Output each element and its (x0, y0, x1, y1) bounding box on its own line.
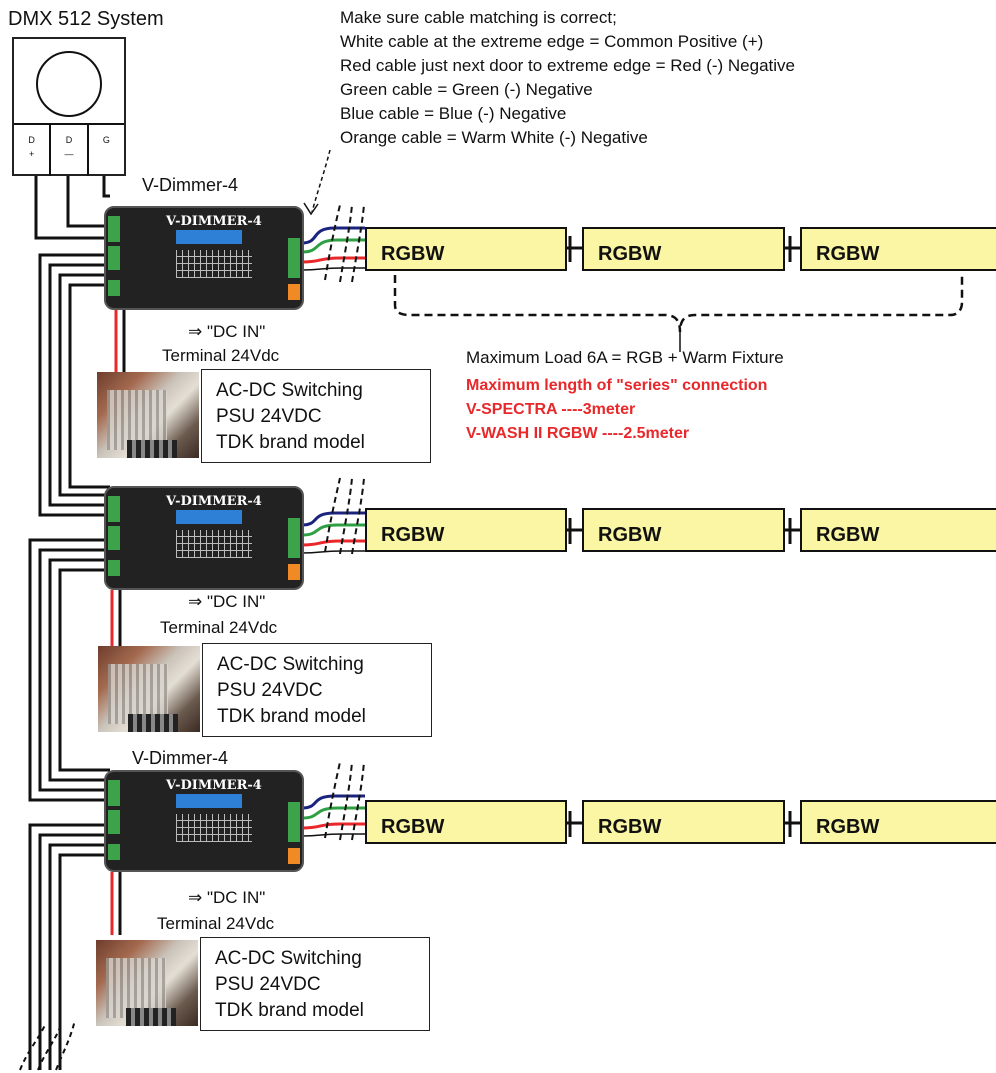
address-table (176, 530, 252, 558)
input-terminal-top (108, 780, 120, 806)
dmx-dial (36, 51, 102, 117)
dc-out-terminal (288, 848, 300, 864)
dimmer-label: V-Dimmer-4 (142, 175, 239, 195)
dimmer-label: V-Dimmer-4 (132, 748, 229, 768)
note-line: Green cable = Green (-) Negative (340, 80, 593, 99)
output-terminal (288, 802, 300, 842)
rgbw-strip: RGBW (365, 227, 567, 271)
output-terminal (288, 238, 300, 278)
red-note: V-WASH II RGBW ----2.5meter (466, 425, 690, 442)
dimmer-unit: V-DIMMER-4 (104, 206, 304, 310)
note-line: White cable at the extreme edge = Common… (340, 32, 764, 51)
address-table (176, 814, 252, 842)
terminal-label: Terminal 24Vdc (162, 346, 280, 365)
address-table (176, 250, 252, 278)
terminal-label: Terminal 24Vdc (160, 618, 278, 637)
load-note: Maximum Load 6A = RGB + Warm Fixture (466, 348, 784, 367)
dmx-terminal-g: G (102, 135, 110, 145)
input-terminal-mid (108, 810, 120, 834)
input-terminal-top (108, 496, 120, 522)
rgbw-strip: RGBW (365, 508, 567, 552)
series-length-notes: Maximum length of "series" connection V-… (466, 374, 767, 446)
psu-line: TDK brand model (216, 432, 365, 453)
note-line: Orange cable = Warm White (-) Negative (340, 128, 648, 147)
note-line: Make sure cable matching is correct; (340, 8, 617, 27)
note-line: Blue cable = Blue (-) Negative (340, 104, 567, 123)
dip-switch (176, 510, 242, 524)
dimmer-name: V-DIMMER-4 (166, 214, 262, 229)
dmx-device: D + D — G (12, 37, 126, 176)
dip-switch (176, 794, 242, 808)
red-note: V-SPECTRA ----3meter (466, 401, 636, 418)
dmx-terminal-row: D + D — G (14, 123, 124, 176)
dimmer-name: V-DIMMER-4 (166, 494, 262, 509)
psu-info-box: AC-DC Switching PSU 24VDC TDK brand mode… (201, 369, 431, 463)
psu-info-box: AC-DC Switching PSU 24VDC TDK brand mode… (200, 937, 430, 1031)
rgbw-strip: RGBW (365, 800, 567, 844)
psu-info-box: AC-DC Switching PSU 24VDC TDK brand mode… (202, 643, 432, 737)
psu-photo (98, 646, 200, 732)
rgbw-strip: RGBW (582, 227, 785, 271)
output-terminal (288, 518, 300, 558)
rgbw-strip: RGBW (800, 800, 996, 844)
power-terminal (108, 560, 120, 576)
psu-line: PSU 24VDC (215, 974, 321, 995)
dimmer-unit: V-DIMMER-4 (104, 770, 304, 872)
dmx-system-label: DMX 512 System (8, 8, 164, 30)
dc-out-terminal (288, 284, 300, 300)
input-terminal-mid (108, 246, 120, 270)
psu-line: TDK brand model (215, 1000, 364, 1021)
input-terminal-top (108, 216, 120, 242)
red-note: Maximum length of "series" connection (466, 377, 768, 394)
psu-line: TDK brand model (217, 706, 366, 727)
terminal-label: Terminal 24Vdc (157, 914, 275, 933)
dimmer-name: V-DIMMER-4 (166, 778, 262, 793)
dmx-terminal-d-minus: D — (51, 125, 89, 176)
input-terminal-mid (108, 526, 120, 550)
rgbw-strip: RGBW (582, 800, 785, 844)
rgbw-strip: RGBW (800, 227, 996, 271)
psu-line: AC-DC Switching (216, 380, 363, 401)
dmx-terminal-d-plus: D + (14, 125, 52, 176)
psu-photo (96, 940, 198, 1026)
rgbw-strip: RGBW (582, 508, 785, 552)
dc-in-label: ⇒ "DC IN" (188, 888, 266, 907)
dip-switch (176, 230, 242, 244)
psu-line: PSU 24VDC (217, 680, 323, 701)
note-line: Red cable just next door to extreme edge… (340, 56, 795, 75)
psu-line: AC-DC Switching (215, 948, 362, 969)
dimmer-unit: V-DIMMER-4 (104, 486, 304, 590)
power-terminal (108, 844, 120, 860)
power-terminal (108, 280, 120, 296)
psu-line: AC-DC Switching (217, 654, 364, 675)
dc-out-terminal (288, 564, 300, 580)
dc-in-label: ⇒ "DC IN" (188, 322, 266, 341)
rgbw-strip: RGBW (800, 508, 996, 552)
psu-photo (97, 372, 199, 458)
cable-matching-note: Make sure cable matching is correct; Whi… (340, 6, 795, 150)
dc-in-label: ⇒ "DC IN" (188, 592, 266, 611)
psu-line: PSU 24VDC (216, 406, 322, 427)
